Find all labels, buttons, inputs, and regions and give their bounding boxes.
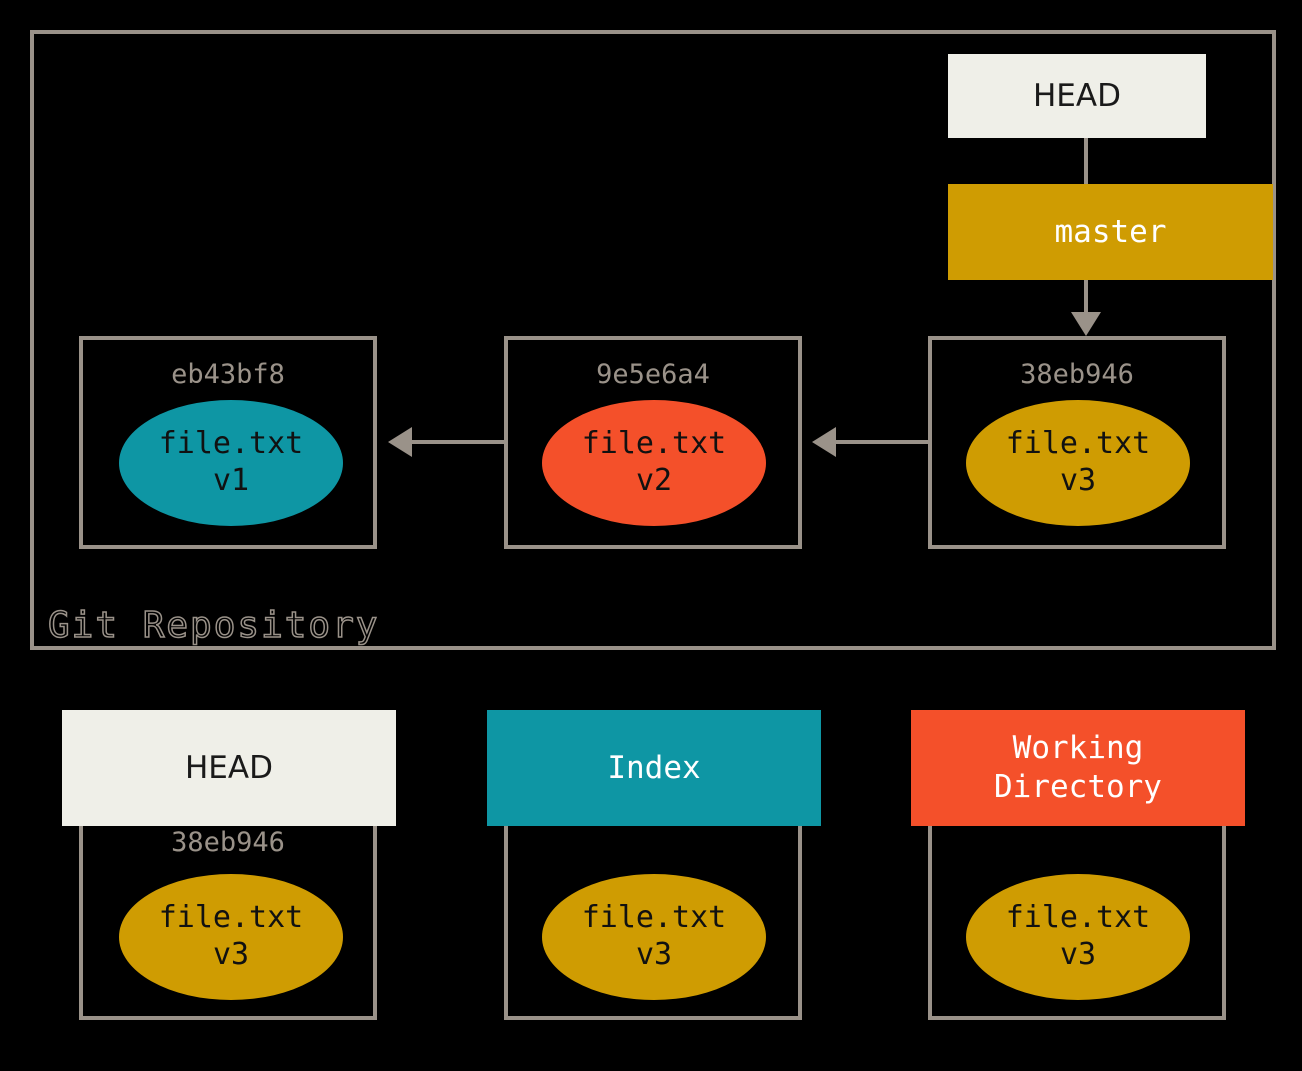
area-blob-head-file: file.txt xyxy=(158,900,304,936)
head-pointer-box: HEAD xyxy=(948,54,1206,138)
area-header-head-line1: HEAD xyxy=(185,749,273,786)
area-blob-working-directory: file.txt v3 xyxy=(966,874,1190,1000)
commit-hash-1: eb43bf8 xyxy=(171,359,285,390)
git-repository-caption: Git Repository xyxy=(47,605,380,646)
area-header-working-directory: Working Directory xyxy=(911,710,1245,826)
commit3-to-commit2-arrowhead xyxy=(812,427,836,457)
commit-blob-1: file.txt v1 xyxy=(119,400,343,526)
commit-hash-3: 38eb946 xyxy=(1020,359,1134,390)
area-blob-index: file.txt v3 xyxy=(542,874,766,1000)
commit-blob-1-file: file.txt xyxy=(158,426,304,462)
commit2-to-commit1-connector xyxy=(412,440,504,444)
area-blob-head-version: v3 xyxy=(212,937,250,972)
git-repository-frame xyxy=(30,30,1276,650)
master-to-commit-arrowhead xyxy=(1071,312,1101,336)
master-to-commit-connector xyxy=(1084,280,1088,314)
master-branch-box: master xyxy=(948,184,1273,280)
head-pointer-label: HEAD xyxy=(1033,77,1121,114)
area-header-index-line1: Index xyxy=(607,749,701,786)
area-blob-index-version: v3 xyxy=(635,937,673,972)
commit-hash-2: 9e5e6a4 xyxy=(596,359,710,390)
commit-blob-3-file: file.txt xyxy=(1005,426,1151,462)
area-blob-index-file: file.txt xyxy=(581,900,727,936)
commit-blob-1-version: v1 xyxy=(212,463,250,498)
commit2-to-commit1-arrowhead xyxy=(388,427,412,457)
commit-blob-3: file.txt v3 xyxy=(966,400,1190,526)
commit-blob-2: file.txt v2 xyxy=(542,400,766,526)
area-blob-workdir-file: file.txt xyxy=(1005,900,1151,936)
head-to-master-connector xyxy=(1084,138,1088,184)
area-header-workdir-line1: Working xyxy=(1012,730,1144,767)
area-blob-head: file.txt v3 xyxy=(119,874,343,1000)
commit3-to-commit2-connector xyxy=(836,440,928,444)
commit-blob-2-version: v2 xyxy=(635,463,673,498)
area-header-head: HEAD xyxy=(62,710,396,826)
commit-blob-2-file: file.txt xyxy=(581,426,727,462)
master-branch-label: master xyxy=(1054,213,1167,250)
area-head-hash: 38eb946 xyxy=(171,827,285,858)
area-blob-workdir-version: v3 xyxy=(1059,937,1097,972)
area-header-index: Index xyxy=(487,710,821,826)
commit-blob-3-version: v3 xyxy=(1059,463,1097,498)
area-header-workdir-line2: Directory xyxy=(994,769,1162,805)
